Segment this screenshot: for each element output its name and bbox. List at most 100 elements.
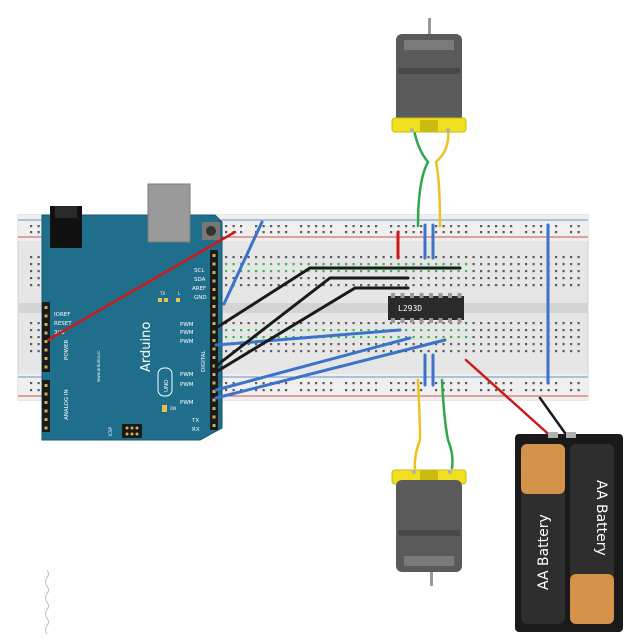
breadboard-hole <box>525 350 528 353</box>
breadboard-hole <box>525 225 528 228</box>
breadboard-hole <box>300 350 303 353</box>
breadboard-hole <box>232 336 235 339</box>
breadboard-hole <box>37 343 40 346</box>
breadboard-hole <box>277 277 280 280</box>
breadboard-hole <box>450 382 453 385</box>
breadboard-hole <box>270 263 273 266</box>
breadboard-hole <box>225 389 228 392</box>
breadboard-hole <box>562 350 565 353</box>
breadboard-hole <box>30 225 33 228</box>
breadboard-hole <box>577 336 580 339</box>
breadboard-hole <box>330 231 333 234</box>
breadboard-hole <box>367 284 370 287</box>
breadboard-hole <box>240 329 243 332</box>
chip-pin <box>448 318 452 323</box>
pwm-label-4: PWM <box>180 372 194 378</box>
breadboard-hole <box>502 263 505 266</box>
breadboard-hole <box>225 284 228 287</box>
dc-motor-top <box>391 18 467 133</box>
header-pin <box>44 340 48 343</box>
breadboard-hole <box>307 256 310 259</box>
breadboard-hole <box>322 284 325 287</box>
breadboard-hole <box>525 389 528 392</box>
breadboard-hole <box>30 329 33 332</box>
breadboard-hole <box>442 270 445 273</box>
breadboard-hole <box>300 389 303 392</box>
breadboard-hole <box>577 256 580 259</box>
breadboard-hole <box>225 382 228 385</box>
breadboard-hole <box>495 270 498 273</box>
breadboard-hole <box>570 382 573 385</box>
breadboard-hole <box>532 256 535 259</box>
breadboard-hole <box>465 343 468 346</box>
breadboard-hole <box>352 329 355 332</box>
breadboard-hole <box>390 263 393 266</box>
breadboard-hole <box>37 329 40 332</box>
breadboard-hole <box>405 389 408 392</box>
chip-pin <box>429 318 433 323</box>
breadboard-hole <box>412 389 415 392</box>
breadboard-hole <box>360 225 363 228</box>
breadboard-hole <box>510 256 513 259</box>
chip-pin <box>410 293 414 298</box>
breadboard-hole <box>285 322 288 325</box>
breadboard-hole <box>480 322 483 325</box>
breadboard-hole <box>405 256 408 259</box>
breadboard-hole <box>562 336 565 339</box>
breadboard-hole <box>270 343 273 346</box>
power-section-label: POWER <box>64 339 70 360</box>
breadboard-hole <box>352 256 355 259</box>
breadboard-hole <box>240 225 243 228</box>
breadboard-hole <box>367 350 370 353</box>
breadboard-hole <box>285 382 288 385</box>
breadboard-hole <box>427 350 430 353</box>
breadboard-hole <box>247 256 250 259</box>
header-pin <box>212 415 216 419</box>
breadboard-hole <box>307 343 310 346</box>
breadboard-hole <box>292 270 295 273</box>
breadboard-hole <box>532 270 535 273</box>
breadboard-hole <box>420 322 423 325</box>
breadboard-hole <box>525 256 528 259</box>
chip-pin <box>457 318 462 323</box>
breadboard-hole <box>37 256 40 259</box>
breadboard-hole <box>570 231 573 234</box>
breadboard-hole <box>30 284 33 287</box>
breadboard-hole <box>367 263 370 266</box>
aref-label: AREF <box>192 286 206 292</box>
breadboard-hole <box>465 263 468 266</box>
breadboard-hole <box>435 231 438 234</box>
breadboard-hole <box>255 343 258 346</box>
breadboard-hole <box>37 389 40 392</box>
breadboard-hole <box>435 263 438 266</box>
breadboard-hole <box>555 329 558 332</box>
breadboard-hole <box>495 256 498 259</box>
breadboard-hole <box>427 270 430 273</box>
header-pin <box>212 381 216 385</box>
breadboard-hole <box>457 284 460 287</box>
breadboard-hole <box>330 263 333 266</box>
wire-motor2-green <box>440 378 454 470</box>
breadboard-hole <box>532 225 535 228</box>
breadboard-hole <box>442 231 445 234</box>
breadboard-hole <box>510 263 513 266</box>
breadboard-hole <box>525 263 528 266</box>
breadboard-hole <box>225 277 228 280</box>
breadboard-hole <box>277 284 280 287</box>
breadboard-hole <box>532 382 535 385</box>
header-pin <box>212 271 216 274</box>
breadboard-hole <box>285 284 288 287</box>
breadboard-hole <box>255 270 258 273</box>
breadboard-hole <box>457 329 460 332</box>
model-label: UNO <box>164 379 170 392</box>
header-pin <box>44 348 48 352</box>
breadboard-hole <box>540 322 543 325</box>
breadboard-hole <box>472 256 475 259</box>
breadboard-hole <box>262 382 265 385</box>
sda-label: SDA <box>194 277 206 283</box>
breadboard-hole <box>397 389 400 392</box>
breadboard-hole <box>577 382 580 385</box>
breadboard-hole <box>360 329 363 332</box>
breadboard-hole <box>225 231 228 234</box>
breadboard-hole <box>367 389 370 392</box>
